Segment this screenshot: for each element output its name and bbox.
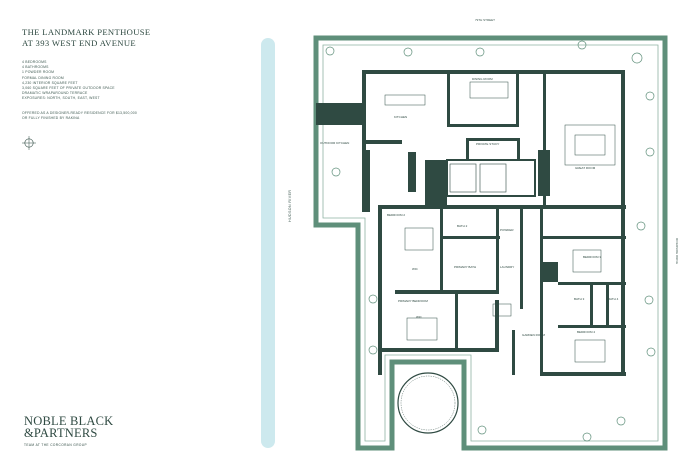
fact-item: 4,230 INTERIOR SQUARE FEET <box>22 80 78 85</box>
room-label-wic-1: WIC <box>412 267 419 271</box>
room-label-garden-room: GARDEN ROOM <box>522 333 546 337</box>
room-label-bath-4: BATH 4 <box>608 297 619 301</box>
river-strip <box>261 38 275 448</box>
fact-item: 4 BATHROOMS <box>22 65 49 70</box>
title-line-1: THE LANDMARK PENTHOUSE <box>22 27 151 37</box>
room-label-bath-2: BATH 2 <box>457 224 468 228</box>
room-label-wic-2: WIC <box>416 315 423 319</box>
room-label-primary-bath: PRIMARY BATH <box>454 265 476 269</box>
terrace-hedge <box>313 35 668 451</box>
offer-text: OFFERED AS A DESIGNER-READY RESIDENCE FO… <box>22 111 222 121</box>
room-label-bedroom-3: BEDROOM 3 <box>583 255 601 259</box>
title-line-2: AT 393 WEST END AVENUE <box>22 38 137 48</box>
brand-line-1: NOBLE BLACK <box>24 414 114 428</box>
brand-line-2: &PARTNERS <box>24 426 98 440</box>
room-label-bath-3: BATH 3 <box>574 297 585 301</box>
terrace-plants <box>325 40 656 442</box>
garden-room <box>397 372 459 434</box>
room-label-primary-bedroom: PRIMARY BEDROOM <box>398 299 428 303</box>
listing-title: THE LANDMARK PENTHOUSE AT 393 WEST END A… <box>22 27 192 49</box>
room-label-dining: DINING ROOM <box>472 77 493 81</box>
room-label-laundry: LAUNDRY <box>500 265 514 269</box>
room-label-powder: POWDER <box>500 228 514 232</box>
room-label-great-room: GREAT ROOM <box>575 166 596 170</box>
room-label-private-study: PRIVATE STUDY <box>476 142 499 146</box>
street-east-label: RIVERSIDE DRIVE <box>675 238 679 264</box>
fact-item: DRAMATIC WRAPAROUND TERRACE <box>22 91 88 96</box>
brand-logo: NOBLE BLACK &PARTNERS TEAM AT THE CORCOR… <box>24 415 144 447</box>
room-label-bedroom-2: BEDROOM 2 <box>387 213 405 217</box>
compass-icon <box>22 136 36 150</box>
street-north-label: 79TH STREET <box>475 18 495 22</box>
fact-item: 1 POWDER ROOM <box>22 70 55 75</box>
offer-line-2: OR FULLY FINISHED BY RAKINA <box>22 116 80 121</box>
room-label-kitchen: KITCHEN <box>394 115 407 119</box>
brand-tagline: TEAM AT THE CORCORAN GROUP <box>24 443 87 447</box>
offer-line-1: OFFERED AS A DESIGNER-READY RESIDENCE FO… <box>22 111 137 115</box>
room-label-bedroom-4: BEDROOM 4 <box>577 330 595 334</box>
furniture <box>384 81 616 363</box>
fact-item: EXPOSURES: NORTH, SOUTH, EAST, WEST <box>22 96 100 101</box>
fact-item: 3,060 SQUARE FEET OF PRIVATE OUTDOOR SPA… <box>22 86 115 91</box>
fact-item: 4 BEDROOMS <box>22 60 47 64</box>
room-label-outdoor-kitchen: OUTDOOR KITCHEN <box>320 141 349 145</box>
fact-list: 4 BEDROOMS 4 BATHROOMS 1 POWDER ROOM FOR… <box>22 60 222 102</box>
interior-walls <box>316 70 626 376</box>
fact-item: FORMAL DINING ROOM <box>22 75 64 80</box>
